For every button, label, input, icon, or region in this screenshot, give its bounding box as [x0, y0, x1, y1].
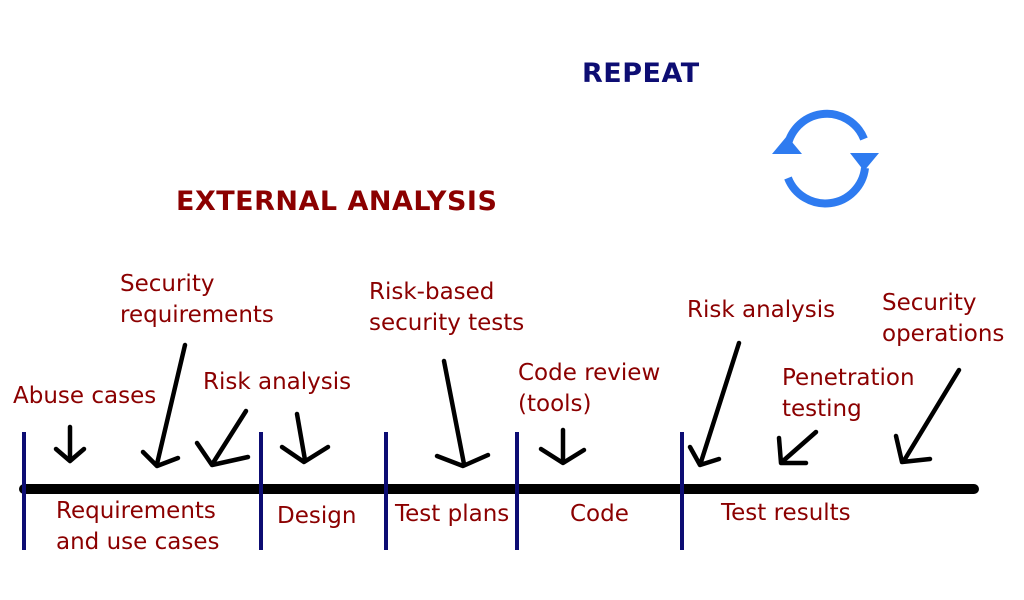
- arrow-security-operations: [893, 367, 962, 465]
- label-line: requirements: [120, 302, 274, 328]
- label-line: testing: [782, 396, 862, 422]
- cycle-arrowheads: [772, 136, 879, 171]
- label-line: Penetration: [782, 365, 915, 391]
- label-security-requirements: Security requirements: [120, 269, 274, 331]
- label-line: Security: [882, 290, 977, 316]
- arrow-code-review: [538, 427, 587, 466]
- label-security-operations: Security operations: [882, 288, 1004, 350]
- label-line: Security: [120, 271, 215, 297]
- label-line: security tests: [369, 310, 525, 336]
- heading-external-analysis: EXTERNAL ANALYSIS: [176, 186, 498, 217]
- label-line: operations: [882, 321, 1005, 347]
- arrow-security-requirements: [140, 342, 188, 469]
- label-penetration-testing: Penetration testing: [782, 363, 915, 425]
- label-risk-based-security-tests: Risk-based security tests: [369, 277, 524, 339]
- label-line: Code review: [518, 360, 661, 386]
- label-line: Requirements: [56, 498, 216, 524]
- arrow-risk-analysis-late: [687, 340, 742, 468]
- label-line: and use cases: [56, 529, 220, 555]
- label-line: (tools): [518, 391, 592, 417]
- label-risk-analysis-early: Risk analysis: [203, 369, 352, 395]
- phase-test-plans: Test plans: [395, 501, 510, 527]
- label-risk-analysis-late: Risk analysis: [687, 297, 836, 323]
- arrow-design: [279, 411, 331, 465]
- arrow-risk-analysis-early: [194, 408, 251, 468]
- arrow-risk-based-tests: [434, 358, 491, 469]
- label-code-review: Code review (tools): [518, 358, 660, 420]
- phase-requirements: Requirements and use cases: [56, 496, 219, 558]
- arrow-penetration-testing: [776, 429, 819, 466]
- heading-repeat: REPEAT: [582, 58, 700, 89]
- arrow-abuse-cases: [53, 424, 87, 464]
- label-abuse-cases: Abuse cases: [13, 383, 157, 409]
- phase-code: Code: [570, 501, 629, 527]
- phase-test-results: Test results: [721, 500, 851, 526]
- label-line: Risk-based: [369, 279, 495, 305]
- phase-design: Design: [277, 503, 357, 529]
- cycle-arrows-icon: [783, 109, 869, 208]
